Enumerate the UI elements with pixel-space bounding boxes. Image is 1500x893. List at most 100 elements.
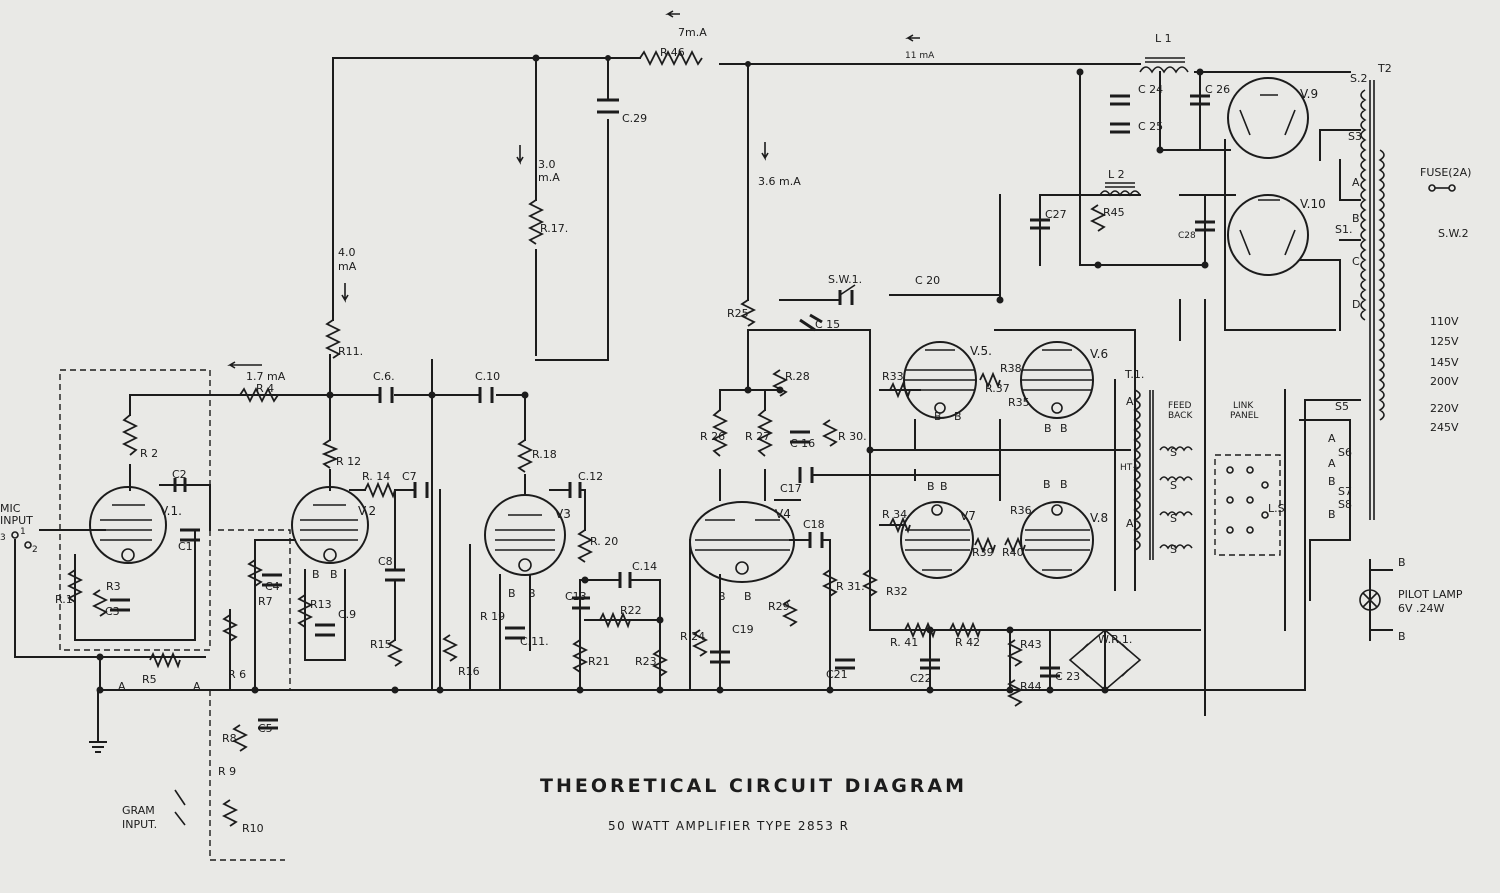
tube-v7 [900, 501, 974, 579]
label-v6: V.6 [1090, 347, 1108, 361]
pin-2: 2 [32, 545, 38, 555]
label-r30: R 30. [838, 430, 867, 443]
pin-b-v6b: B [1060, 422, 1068, 435]
current-4ma-unit: mA [338, 260, 357, 273]
label-v3: V3 [555, 507, 571, 521]
label-ls: L.S [1268, 502, 1285, 515]
label-t2: T2 [1377, 62, 1392, 75]
tube-v4 [689, 501, 795, 583]
label-r42: R 42 [955, 636, 980, 649]
label-r43: R43 [1020, 638, 1042, 651]
text-labels: 7m.A 11 mA 3.0 m.A 3.6 m.A 4.0 mA 1.7 mA… [0, 26, 1471, 835]
winding-b: B [1352, 212, 1360, 225]
label-r8: R8 [222, 732, 237, 745]
label-c18: C18 [803, 518, 825, 531]
label-gram-input: INPUT. [122, 818, 157, 831]
lamp-b2: B [1398, 630, 1406, 643]
junction-dots [96, 54, 1209, 694]
label-c26: C 26 [1205, 83, 1230, 96]
diagram-title: THEORETICAL CIRCUIT DIAGRAM [540, 775, 967, 797]
label-s6: S6 [1338, 446, 1352, 459]
pin-3: 3 [0, 533, 6, 543]
lamp-b1: B [1398, 556, 1406, 569]
tap-110v: 110V [1430, 315, 1459, 328]
pin-b-v6a: B [1044, 422, 1052, 435]
switch-b1: B [1328, 475, 1336, 488]
label-c2: C2 [172, 468, 187, 481]
label-r6: R 6 [228, 668, 246, 681]
current-11ma: 11 mA [905, 51, 935, 61]
pin-s-1: S [1170, 446, 1177, 459]
label-r45: R45 [1103, 206, 1125, 219]
winding-a: A [1352, 176, 1360, 189]
label-r19: R 19 [480, 610, 505, 623]
label-s2: S.2 [1350, 72, 1367, 85]
label-c14: C.14 [632, 560, 657, 573]
tube-v10 [1227, 194, 1309, 276]
pin-b-v5a: B [934, 410, 942, 423]
winding-c: C [1352, 255, 1360, 268]
label-c6: C.6. [373, 370, 395, 383]
label-c11: C.11. [520, 635, 549, 648]
label-sw2: S.W.2 [1438, 227, 1469, 240]
label-c28: C28 [1178, 231, 1196, 241]
tube-v5 [903, 341, 977, 419]
label-c10: C.10 [475, 370, 500, 383]
switch-a1: A [1328, 432, 1336, 445]
label-fuse: FUSE(2A) [1420, 166, 1471, 179]
label-v4: V4 [775, 507, 791, 521]
label-r25: R25 [727, 307, 749, 320]
label-r16: R16 [458, 665, 480, 678]
label-c5: C5 [258, 722, 273, 735]
resistor-symbols [66, 49, 1107, 827]
label-s3: S3 [1348, 130, 1362, 143]
label-v1: V.1. [160, 504, 182, 518]
label-r26: R 26 [700, 430, 725, 443]
tube-v3 [484, 494, 566, 576]
pin-b-v4a: B [718, 590, 726, 603]
label-r22: R22 [620, 604, 642, 617]
label-c12: C.12 [578, 470, 603, 483]
pin-b-v5b: B [954, 410, 962, 423]
pin-b-v7b: B [940, 480, 948, 493]
label-v8: V.8 [1090, 511, 1108, 525]
label-r5: R5 [142, 673, 157, 686]
label-r27: R 27 [745, 430, 770, 443]
current-3ma: 3.0 [538, 158, 556, 171]
tap-200v: 200V [1430, 375, 1459, 388]
label-r33: R33 [882, 370, 904, 383]
label-r10: R10 [242, 822, 264, 835]
pin-b-v4b: B [744, 590, 752, 603]
label-c15: C 15 [815, 318, 840, 331]
current-7ma: 7m.A [678, 26, 707, 39]
label-c23: C 23 [1055, 670, 1080, 683]
label-r29: R29 [768, 600, 790, 613]
tube-v2 [291, 486, 369, 564]
label-mic-input: INPUT [0, 514, 33, 527]
screen-box-lines [59, 369, 291, 861]
capacitor-symbols [110, 94, 1215, 730]
label-panel: PANEL [1230, 411, 1258, 421]
label-c21: C21 [826, 668, 848, 681]
label-r46: R.46 [660, 46, 685, 59]
pin-a-t1-top: A [1126, 395, 1134, 408]
label-r20: R. 20 [590, 535, 618, 548]
label-r44: R44 [1020, 680, 1042, 693]
label-c22: C22 [910, 672, 932, 685]
pin-a-t1-bottom: A [1126, 517, 1134, 530]
pin-a-right: A [193, 680, 201, 693]
label-c20: C 20 [915, 274, 940, 287]
label-r41: R. 41 [890, 636, 918, 649]
pin-s-3: S [1170, 512, 1177, 525]
pin-b-v3b: B [528, 587, 536, 600]
label-ht: HT+ [1120, 463, 1140, 473]
label-r31: R 31. [836, 580, 865, 593]
label-c16: C 16 [790, 437, 815, 450]
label-c8: C8 [378, 555, 393, 568]
tap-125v: 125V [1430, 335, 1459, 348]
label-sw1: S.W.1. [828, 273, 862, 286]
pilot-lamp [1359, 569, 1393, 631]
label-r24: R 24 [680, 630, 705, 643]
